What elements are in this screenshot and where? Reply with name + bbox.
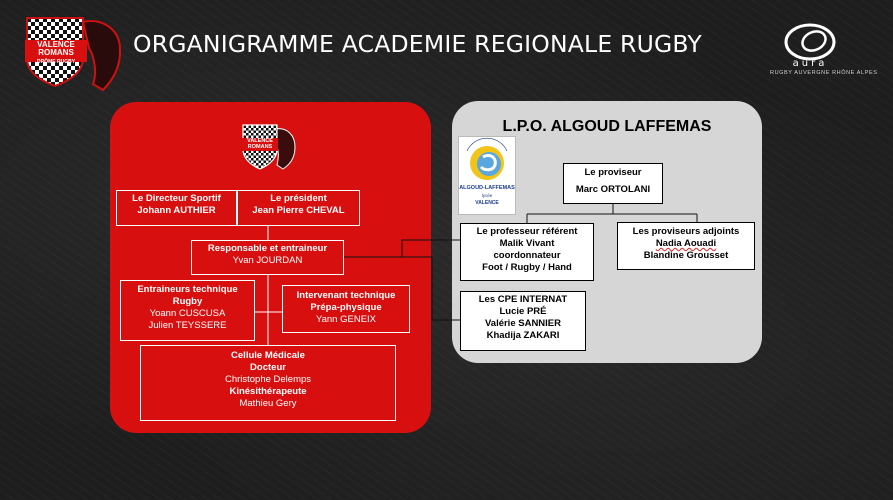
intervenant-role2: Prépa-physique	[310, 302, 382, 313]
responsable-box: Responsable et entraineur Yvan JOURDAN	[191, 240, 344, 275]
page-title: ORGANIGRAMME ACADEMIE REGIONALE RUGBY	[133, 30, 702, 58]
lpo-logo-city: VALENCE	[475, 200, 499, 206]
responsable-role: Responsable et entraineur	[207, 243, 328, 254]
entraineurs-role2: Rugby	[172, 296, 203, 307]
intervenant-role: Intervenant technique	[296, 290, 396, 301]
referent-box: Le professeur référent Malik Vivant coor…	[460, 223, 594, 281]
entraineur-name-1: Yoann CUSCUSA	[149, 308, 226, 319]
shield-logo-text-2: ROMANS	[247, 144, 273, 150]
directeur-name: Johann AUTHIER	[137, 205, 216, 216]
entraineurs-role: Entraineurs technique	[137, 284, 238, 295]
kine-label: Kinésithérapeute	[229, 386, 307, 397]
cpe-name-2: Valérie SANNIER	[484, 318, 562, 329]
referent-extra: coordonnateur	[493, 250, 561, 261]
referent-name: Malik Vivant	[499, 238, 555, 249]
shield-logo-text-1: VALENCE	[247, 138, 273, 144]
club-logo-text-3: DRÔME RUGBY	[36, 59, 76, 65]
intervenant-box: Intervenant technique Prépa-physique Yan…	[282, 285, 410, 333]
adjoints-role: Les proviseurs adjoints	[632, 226, 740, 237]
president-name: Jean Pierre CHEVAL	[252, 205, 345, 216]
aura-logo-name: aura	[793, 58, 828, 68]
lpo-logo-sub: lycée	[481, 193, 493, 198]
cpe-role: Les CPE INTERNAT	[478, 294, 568, 305]
kine-name: Mathieu Gery	[239, 398, 297, 409]
entraineur-name-2: Julien TEYSSERE	[148, 320, 227, 331]
intervenant-name: Yann GENEIX	[315, 314, 377, 325]
docteur-name: Christophe Delemps	[224, 374, 312, 385]
medical-box: Cellule Médicale Docteur Christophe Dele…	[140, 345, 396, 421]
club-logo: VALENCE ROMANS DRÔME RUGBY	[23, 14, 125, 96]
referent-role: Le professeur référent	[476, 226, 578, 237]
aura-logo: aura RUGBY AUVERGNE RHÔNE ALPES	[770, 20, 878, 78]
president-box: Le président Jean Pierre CHEVAL	[237, 190, 360, 226]
responsable-name: Yvan JOURDAN	[232, 255, 303, 266]
adjoint-name-1: Nadia Aouadi	[655, 238, 717, 249]
lpo-logo-name: ALGOUD-LAFFEMAS	[459, 185, 515, 191]
club-shield-logo: VALENCE ROMANS	[241, 123, 297, 171]
adjoint-name-2: Blandine Grousset	[643, 250, 729, 261]
proviseur-name: Marc ORTOLANI	[575, 184, 651, 195]
cpe-name-1: Lucie PRÉ	[499, 306, 547, 317]
proviseur-box: Le proviseur Marc ORTOLANI	[563, 163, 663, 204]
cpe-box: Les CPE INTERNAT Lucie PRÉ Valérie SANNI…	[460, 291, 586, 351]
directeur-sportif-box: Le Directeur Sportif Johann AUTHIER	[116, 190, 237, 226]
aura-tagline: RUGBY AUVERGNE RHÔNE ALPES	[770, 70, 878, 76]
school-title: L.P.O. ALGOUD LAFFEMAS	[502, 118, 712, 135]
club-logo-text-2: ROMANS	[38, 48, 74, 57]
docteur-label: Docteur	[250, 362, 286, 373]
president-role: Le président	[270, 193, 327, 204]
club-logo-text-1: VALENCE	[37, 40, 75, 49]
lpo-logo: ALGOUD-LAFFEMAS lycée VALENCE	[458, 136, 516, 215]
proviseur-role: Le proviseur	[584, 167, 642, 178]
directeur-role: Le Directeur Sportif	[132, 193, 221, 204]
referent-detail: Foot / Rugby / Hand	[482, 262, 572, 273]
entraineurs-box: Entraineurs technique Rugby Yoann CUSCUS…	[120, 280, 255, 341]
adjoints-box: Les proviseurs adjoints Nadia Aouadi Bla…	[617, 222, 755, 270]
cpe-name-3: Khadija ZAKARI	[486, 330, 560, 341]
medical-role: Cellule Médicale	[231, 350, 305, 361]
